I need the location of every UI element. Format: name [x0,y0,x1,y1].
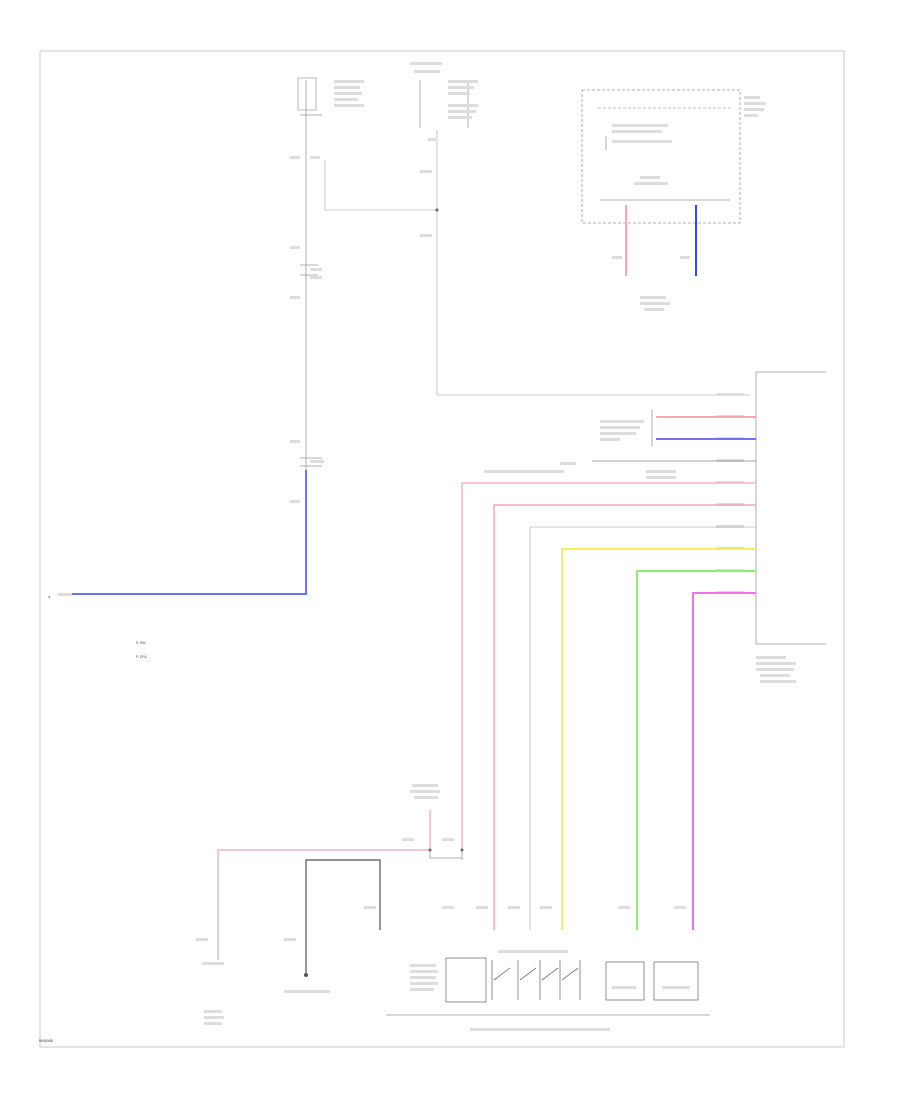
wire-pink-1 [461,482,756,860]
hazard-switch [410,62,478,173]
note-1: F: EW [136,641,146,645]
mirror-position-switch [386,957,710,1016]
wire-blue-left [70,470,307,595]
wire-pink-2 [493,504,756,930]
svg-text:◂: ◂ [48,595,50,599]
junction-block [581,89,766,224]
wire-magenta [692,592,756,930]
unit-pin-labels [716,393,744,594]
control-unit [755,371,826,683]
wire-pink-bottom [217,810,431,960]
fuse-chain-labels [290,80,364,503]
wire-green [636,570,756,930]
wire-gray-1 [529,526,756,930]
switch-labels [410,950,690,1031]
power-supply-connector [410,784,440,799]
wire-yellow [561,548,756,930]
corner-id: W/0068 [39,1038,53,1043]
wire-gray-top [324,160,437,211]
diagram-frame [39,50,845,1048]
note-2: F: EFA [136,655,147,659]
bottom-pin-labels [442,906,686,909]
fuse-chain [297,77,322,570]
wire-black-ground [305,859,381,975]
